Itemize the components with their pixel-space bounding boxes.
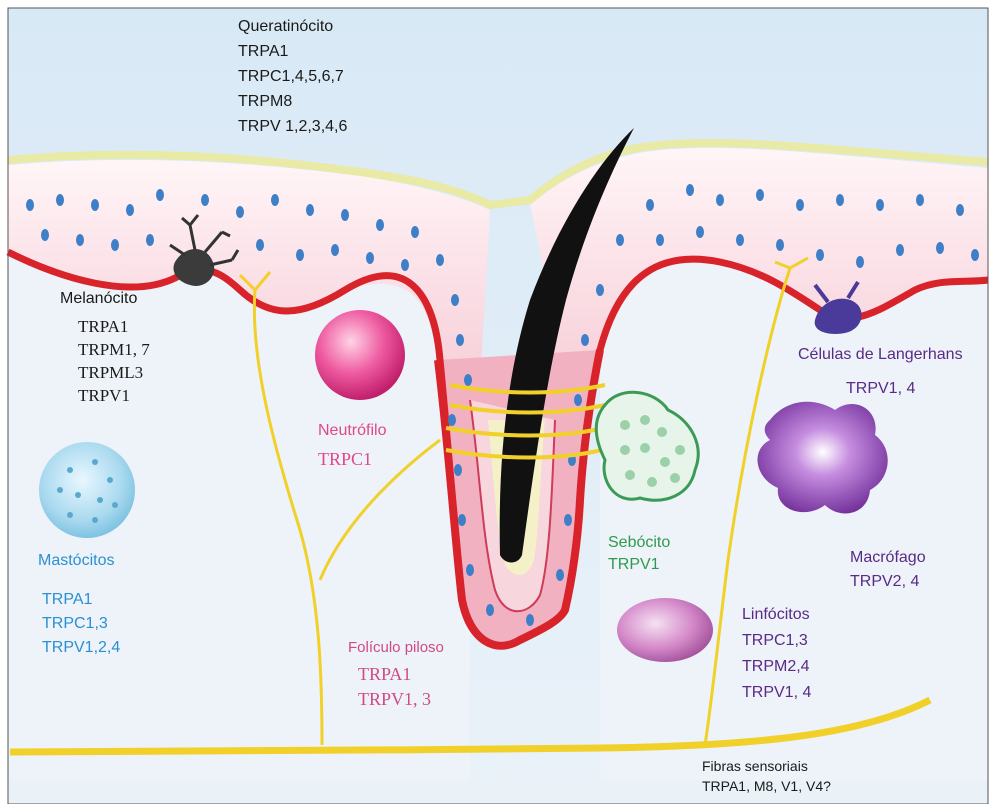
label-foliculo-title-wrap: Folículo piloso [348,640,444,657]
linfocitos-title: Linfócitos [742,602,811,628]
neutrofilo-line: TRPC1 [318,450,372,470]
mastocitos-line: TRPA1 [42,588,120,612]
mastocitos-line: TRPC1,3 [42,612,120,636]
macrofago-line: TRPV2, 4 [850,570,926,594]
langerhans-title: Células de Langerhans [798,346,963,364]
melanocito-line: TRPML3 [78,361,150,384]
label-neutrofilo: TRPC1 [318,450,372,470]
sebocito-title: Sebócito [608,532,670,554]
queratinocito-line: TRPA1 [238,39,347,64]
linfocitos-line: TRPC1,3 [742,628,811,654]
label-linfocitos: Linfócitos TRPC1,3 TRPM2,4 TRPV1, 4 [742,602,811,706]
sebocito-line: TRPV1 [608,554,670,576]
mastocitos-title: Mastócitos [38,552,114,570]
queratinocito-line: TRPM8 [238,89,347,114]
label-foliculo: TRPA1 TRPV1, 3 [358,662,431,712]
label-mastocitos: TRPA1 TRPC1,3 TRPV1,2,4 [42,588,120,660]
label-fibras: Fibras sensoriais TRPA1, M8, V1, V4? [702,756,831,796]
label-langerhans: TRPV1, 4 [846,380,915,398]
queratinocito-title: Queratinócito [238,14,347,39]
melanocito-line: TRPA1 [78,315,150,338]
label-queratinocito: Queratinócito TRPA1 TRPC1,4,5,6,7 TRPM8 … [238,14,347,139]
melanocito-line: TRPV1 [78,384,150,407]
neutrofilo-title: Neutrófilo [318,422,386,440]
foliculo-title: Folículo piloso [348,640,444,657]
label-sebocito: Sebócito TRPV1 [608,532,670,576]
mast-cell [39,442,135,538]
melanocito-line: TRPM1, 7 [78,338,150,361]
melanocito-title: Melanócito [60,290,137,308]
lymphocyte-cell [617,598,713,662]
mastocitos-line: TRPV1,2,4 [42,636,120,660]
langerhans-line: TRPV1, 4 [846,380,915,398]
label-macrofago: Macrófago TRPV2, 4 [850,546,926,594]
label-melanocito: TRPA1 TRPM1, 7 TRPML3 TRPV1 [78,315,150,407]
foliculo-line: TRPV1, 3 [358,687,431,712]
label-mastocitos-title-wrap: Mastócitos [38,552,114,570]
fibras-line: TRPA1, M8, V1, V4? [702,776,831,796]
fibras-title: Fibras sensoriais [702,756,831,776]
queratinocito-line: TRPV 1,2,3,4,6 [238,114,347,139]
queratinocito-line: TRPC1,4,5,6,7 [238,64,347,89]
label-melanocito-title-wrap: Melanócito [60,290,137,308]
foliculo-line: TRPA1 [358,662,431,687]
label-langerhans-title-wrap: Células de Langerhans [798,346,963,364]
neutrophil-cell [315,310,405,400]
linfocitos-line: TRPM2,4 [742,654,811,680]
label-neutrofilo-title-wrap: Neutrófilo [318,422,386,440]
linfocitos-line: TRPV1, 4 [742,680,811,706]
macrofago-title: Macrófago [850,546,926,570]
